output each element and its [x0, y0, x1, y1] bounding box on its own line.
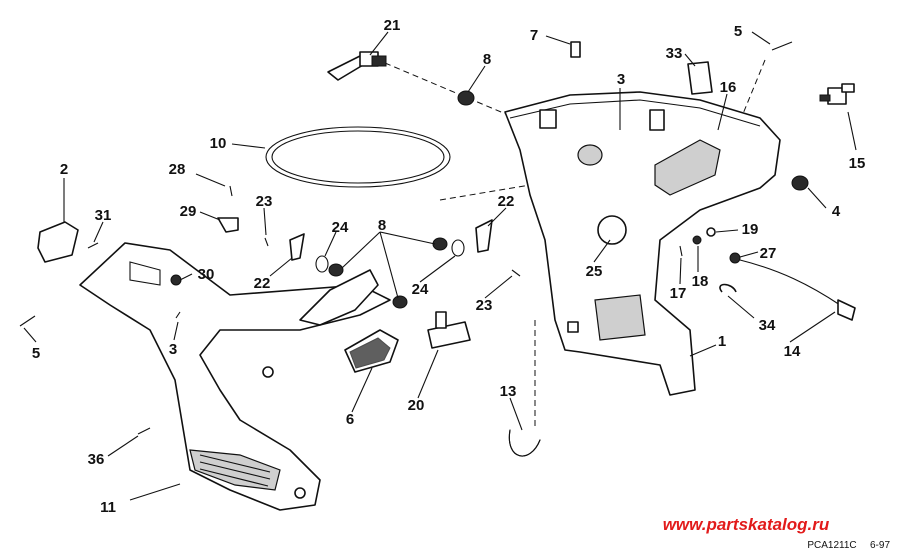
- ring-24-b: [451, 239, 465, 257]
- latch-22: [289, 233, 305, 261]
- lever-part: [327, 51, 387, 81]
- callout-23: 23: [256, 193, 273, 210]
- screw-3: [175, 311, 181, 319]
- callout-18: 18: [692, 273, 709, 290]
- callout-15: 15: [849, 155, 866, 172]
- callout-21: 21: [384, 17, 401, 34]
- screw-36: [137, 427, 151, 435]
- callout-14: 14: [784, 343, 801, 360]
- cable-end-14: [837, 299, 856, 321]
- latch-22-b: [475, 219, 493, 253]
- callout-10: 10: [210, 135, 227, 152]
- grommet-top: [457, 90, 475, 106]
- callout-20: 20: [408, 397, 425, 414]
- callout-28: 28: [169, 161, 186, 178]
- callout-29: 29: [180, 203, 197, 220]
- callout-16: 16: [720, 79, 737, 96]
- callout-labels: 21 8 7 33 5 3 16 15 4 10 28 2 31 29 23 2…: [32, 17, 866, 516]
- callout-24: 24: [332, 219, 349, 236]
- callout-17: 17: [670, 285, 687, 302]
- callout-6: 6: [346, 411, 354, 428]
- callout-3: 3: [617, 71, 625, 88]
- gasket-ring: [265, 126, 451, 188]
- callout-1: 1: [718, 333, 726, 350]
- callout-3-left: 3: [169, 341, 177, 358]
- cable-14: [739, 259, 841, 306]
- screw-17: [679, 245, 683, 257]
- valve-part: [819, 83, 855, 105]
- callout-36: 36: [88, 451, 105, 468]
- callout-23-right: 23: [476, 297, 493, 314]
- callout-34: 34: [759, 317, 776, 334]
- grommet-right: [791, 175, 809, 191]
- leader-lines: [23, 31, 857, 501]
- callout-5-left: 5: [32, 345, 40, 362]
- callout-19: 19: [742, 221, 759, 238]
- callout-4: 4: [832, 203, 841, 220]
- screw-23-b: [511, 269, 521, 277]
- callout-31: 31: [95, 207, 112, 224]
- cap-20: [427, 311, 471, 349]
- ring-24: [315, 255, 329, 273]
- nut-30: [170, 274, 182, 286]
- date-code: 6-97: [870, 540, 890, 551]
- callout-24-mid: 24: [412, 281, 429, 298]
- callout-33: 33: [666, 45, 683, 62]
- clip-part: [687, 61, 713, 95]
- watermark-text: www.partskatalog.ru: [663, 515, 830, 534]
- clip-29: [217, 217, 239, 233]
- upper-housing: [504, 91, 781, 396]
- grommet-lower: [392, 295, 408, 309]
- nut-27: [729, 252, 741, 264]
- callout-2: 2: [60, 161, 68, 178]
- screw-28: [229, 185, 233, 197]
- washer-19: [706, 227, 716, 237]
- callout-13: 13: [500, 383, 517, 400]
- callout-11: 11: [100, 499, 116, 516]
- callout-27: 27: [760, 245, 777, 262]
- screw-left: [19, 315, 36, 327]
- callout-25: 25: [586, 263, 603, 280]
- callout-5: 5: [734, 23, 742, 40]
- grommet-mid-2: [432, 237, 448, 251]
- callout-22-right: 22: [498, 193, 515, 210]
- callout-22: 22: [254, 275, 271, 292]
- callout-7: 7: [530, 27, 538, 44]
- bracket-mid: [299, 269, 379, 326]
- callout-8: 8: [483, 51, 491, 68]
- clip-34: [719, 283, 737, 293]
- pin-part: [570, 41, 581, 58]
- nut-18: [692, 235, 702, 245]
- grommet-mid: [328, 263, 344, 277]
- drawing-code: PCA1211C: [807, 540, 856, 551]
- screw-23: [264, 237, 269, 247]
- callout-8-mid: 8: [378, 217, 386, 234]
- screw-top: [771, 41, 793, 51]
- bracket-part: [37, 221, 79, 263]
- screw-31: [87, 242, 99, 249]
- callout-30: 30: [198, 266, 215, 283]
